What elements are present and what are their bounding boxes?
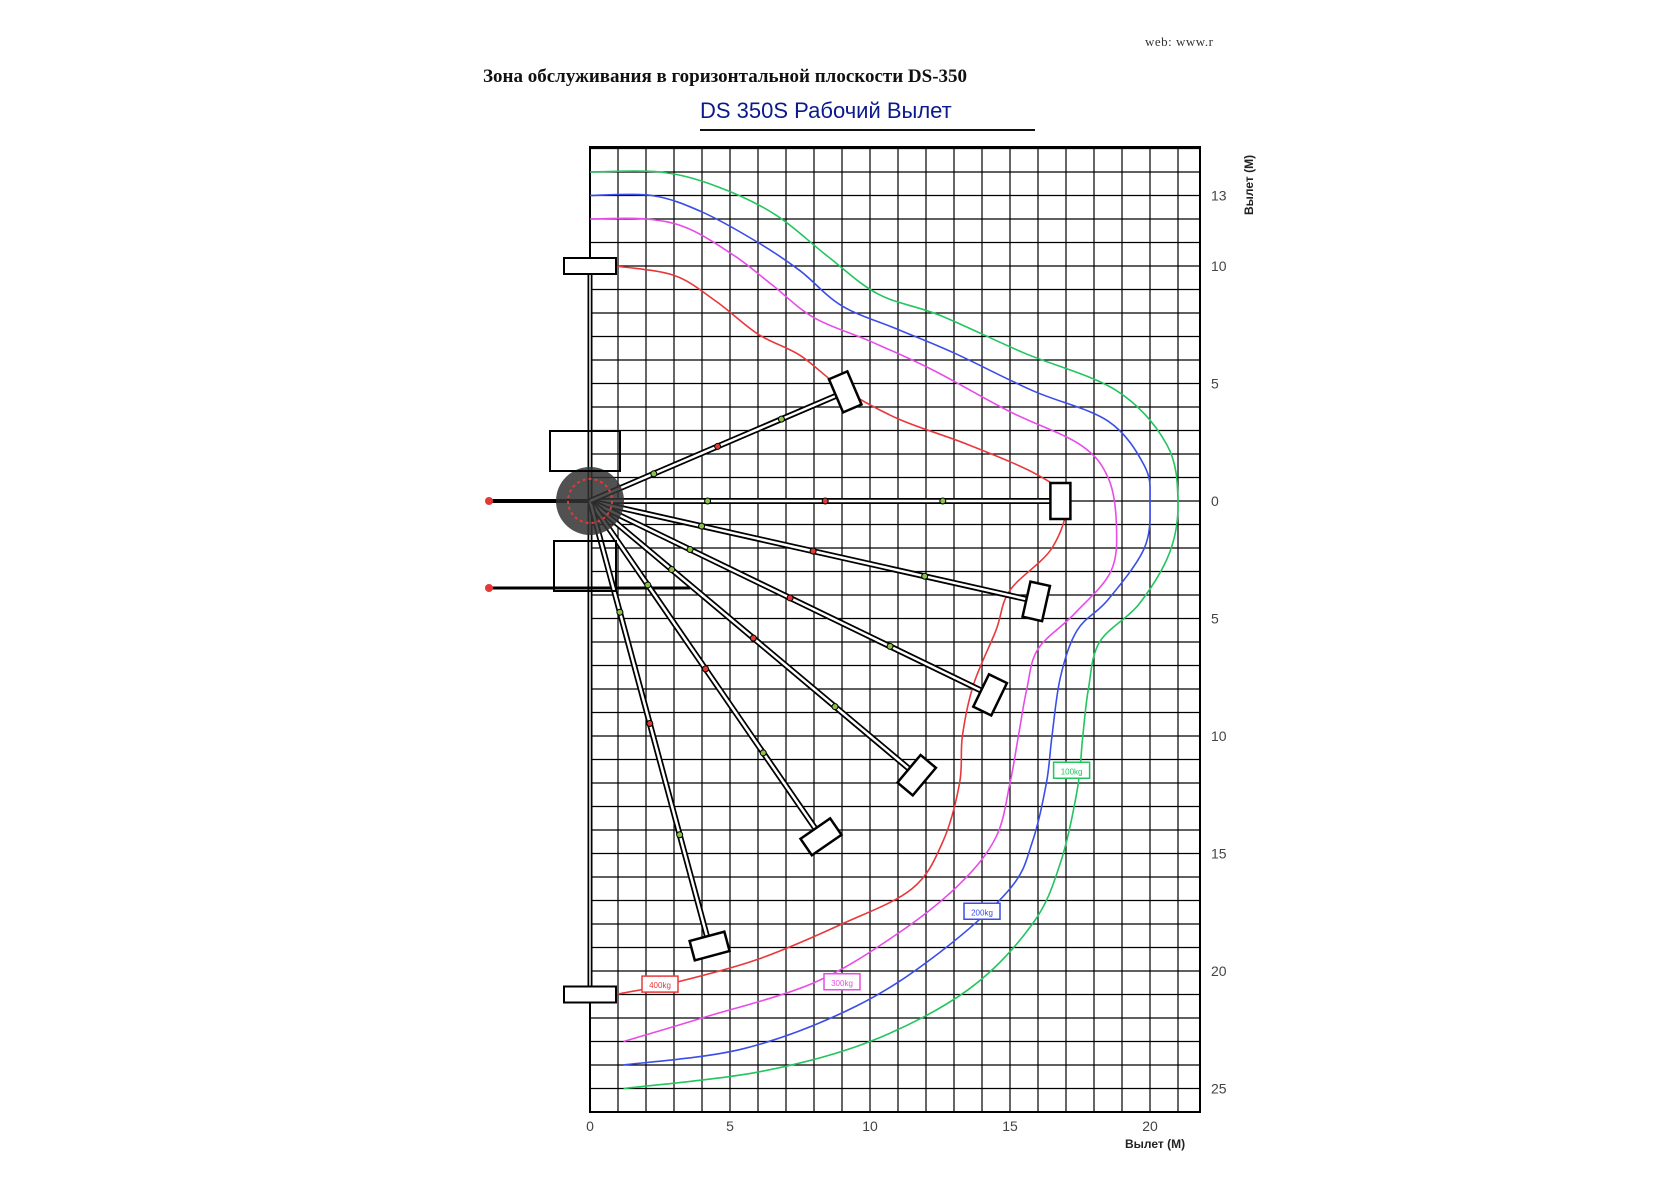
- y-tick-label: 5: [1211, 376, 1219, 392]
- y-tick-label: 10: [1211, 728, 1227, 744]
- boom-joint: [714, 442, 722, 450]
- curve-label: 200kg: [971, 908, 993, 917]
- boom-joint: [644, 581, 652, 589]
- platform-basket: [563, 257, 617, 275]
- curve-label-box: [823, 973, 861, 991]
- y-axis-label: Вылет (М): [1242, 155, 1256, 215]
- boom-joint: [821, 497, 829, 505]
- y-tick-label: 15: [1211, 846, 1227, 862]
- boom-joint: [939, 497, 947, 505]
- x-tick-label: 15: [1002, 1118, 1018, 1134]
- boom-joint: [831, 703, 839, 711]
- outrigger-foot: [485, 497, 493, 505]
- load-curve-300kg: [589, 217, 1118, 1043]
- platform-basket: [971, 672, 1009, 718]
- x-tick-label: 20: [1142, 1118, 1158, 1134]
- boom-joint: [668, 566, 676, 574]
- load-curve-200kg: [589, 193, 1151, 1066]
- header-web-text: web: www.r: [1145, 34, 1214, 49]
- boom-joint: [686, 545, 694, 553]
- boom-joint: [704, 497, 712, 505]
- chassis-front: [549, 430, 621, 472]
- curve-label-box: [963, 902, 1001, 920]
- boom-joint: [759, 749, 767, 757]
- platform-basket: [1021, 580, 1052, 623]
- boom-joint: [698, 522, 706, 530]
- boom-joint: [646, 720, 654, 728]
- boom-joint: [616, 608, 624, 616]
- platform-basket: [827, 369, 864, 414]
- x-tick-label: 0: [586, 1118, 594, 1134]
- y-tick-label: 10: [1211, 258, 1227, 274]
- boom-joint: [809, 547, 817, 555]
- outrigger-foot: [485, 584, 493, 592]
- boom-joint: [921, 572, 929, 580]
- curve-label-box: [1052, 761, 1091, 779]
- curve-label: 400kg: [649, 981, 671, 990]
- y-tick-label: 20: [1211, 963, 1227, 979]
- platform-basket: [798, 816, 844, 857]
- platform-basket: [1049, 481, 1072, 521]
- y-tick-label: 13: [1211, 188, 1227, 204]
- boom-joint: [676, 831, 684, 839]
- boom-joint: [749, 634, 757, 642]
- curve-label: 300kg: [831, 979, 853, 988]
- load-curve-400kg: [615, 265, 1068, 996]
- turntable-ring: [567, 478, 613, 524]
- boom-joint: [702, 665, 709, 673]
- curve-label-box: [641, 975, 679, 993]
- x-axis-label: Вылет (М): [1125, 1137, 1185, 1151]
- chart-title: DS 350S Рабочий Вылет: [700, 98, 952, 123]
- boom-joint: [777, 415, 785, 423]
- boom-joint: [786, 594, 794, 602]
- y-tick-label: 0: [1211, 493, 1219, 509]
- x-tick-label: 10: [862, 1118, 878, 1134]
- load-curves: 400kg 300kg 200kg 100kg: [589, 170, 1179, 1090]
- platform-basket: [895, 753, 938, 798]
- load-curve-100kg: [589, 170, 1179, 1090]
- turntable: [556, 467, 624, 535]
- y-tick-label: 25: [1211, 1081, 1227, 1097]
- x-tick-label: 5: [726, 1118, 734, 1134]
- boom-joint: [886, 642, 894, 650]
- boom-positions: [485, 257, 1072, 1004]
- chassis-rear: [553, 540, 617, 592]
- platform-basket: [688, 930, 732, 962]
- y-tick-label: 5: [1211, 611, 1219, 627]
- boom-joint: [650, 470, 658, 478]
- curve-label: 100kg: [1061, 767, 1083, 776]
- platform-basket: [563, 985, 617, 1004]
- page-title: Зона обслуживания в горизонтальной плоск…: [483, 66, 968, 87]
- chart-title-underline: [700, 129, 1035, 131]
